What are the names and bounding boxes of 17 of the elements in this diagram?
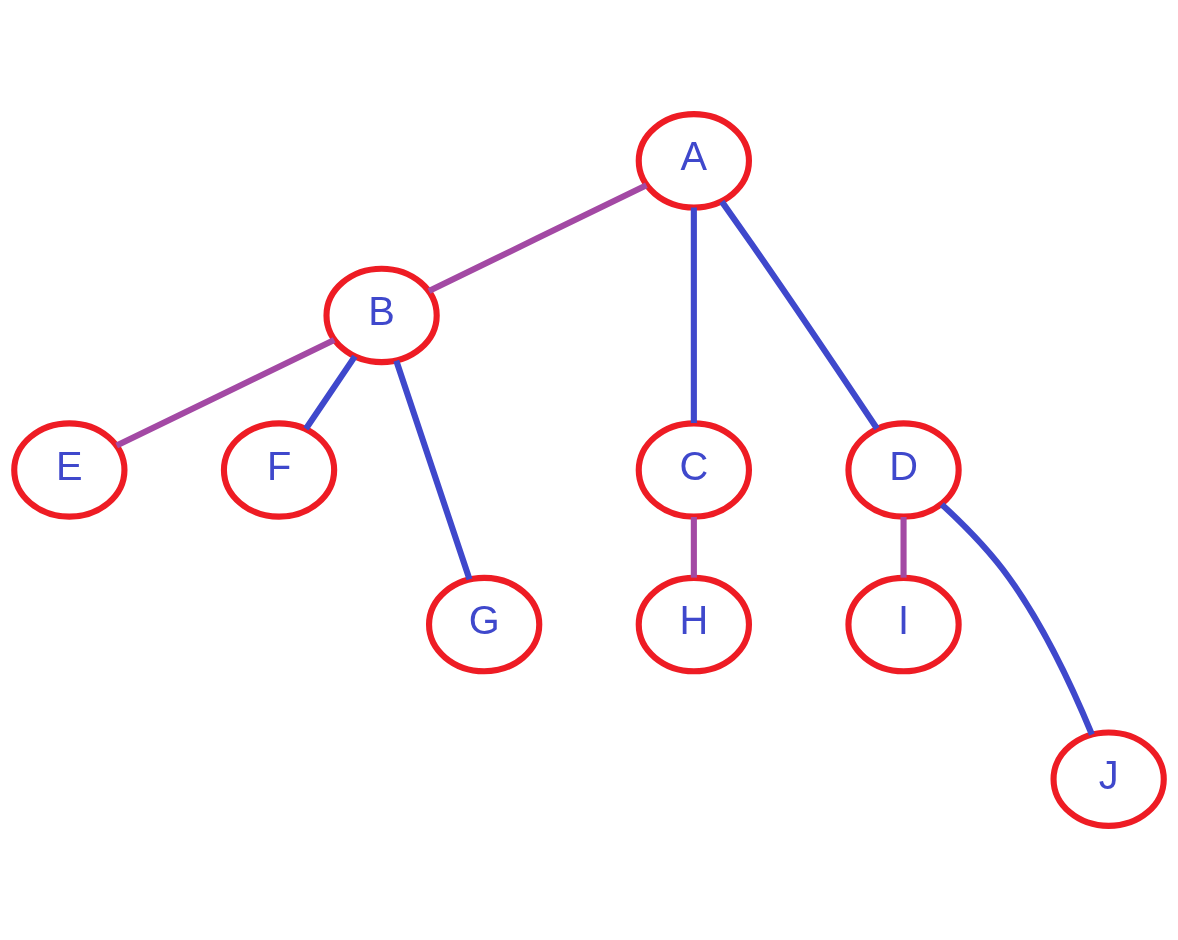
node-ellipse: D xyxy=(845,420,962,520)
connector xyxy=(939,502,1095,736)
node-ellipse: J xyxy=(1050,729,1167,829)
node-ellipse: E xyxy=(11,420,128,520)
node-ellipse: F xyxy=(220,420,338,520)
connector xyxy=(115,337,336,449)
node-ellipse: A xyxy=(635,111,752,211)
node-ellipse: G xyxy=(426,574,543,675)
node-ellipse: B xyxy=(323,265,440,366)
node-ellipse: I xyxy=(845,574,962,675)
connector xyxy=(719,199,880,431)
connector xyxy=(690,207,697,424)
connector xyxy=(303,354,358,431)
connector xyxy=(427,182,648,294)
node-ellipse: H xyxy=(635,574,752,675)
connector xyxy=(393,359,473,581)
node-ellipse: C xyxy=(635,420,752,520)
